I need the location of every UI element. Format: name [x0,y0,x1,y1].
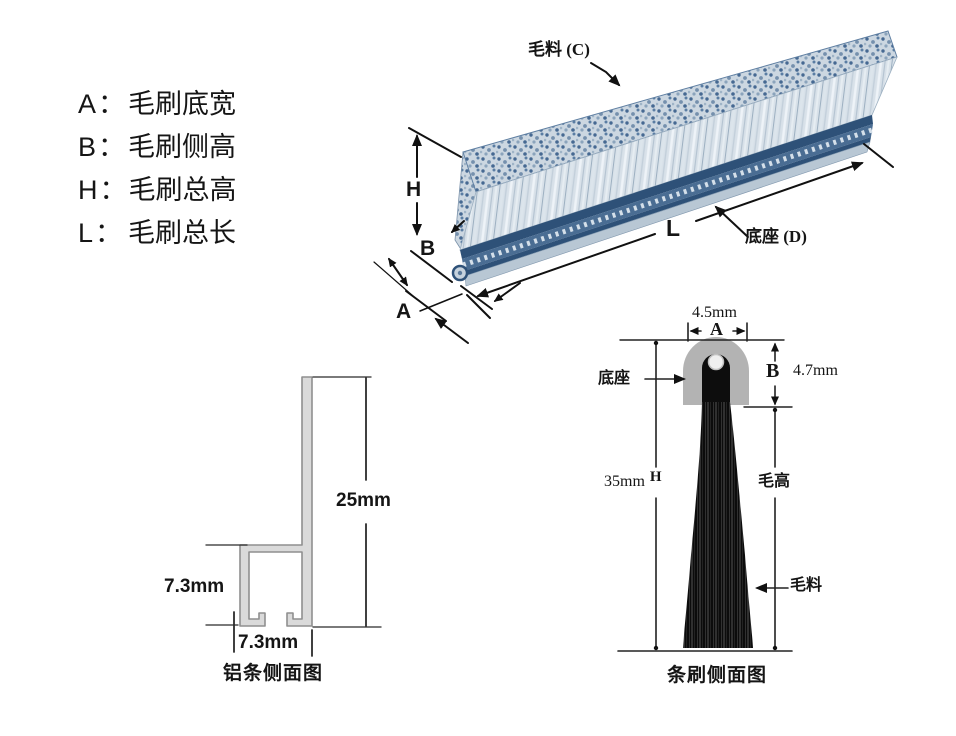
section-top-width-dim: 4.5mm [692,304,737,321]
legend-key: B： [78,132,128,162]
iso-dim-b: B [420,237,436,260]
section-dim-b: B [766,360,780,382]
aluminum-side-dim: 7.3mm [164,576,225,597]
legend-key: A： [78,89,128,119]
iso-brush-drawing [373,30,898,344]
legend-label: 毛刷总长 [128,218,236,248]
section-total-height-dim: 35mm [604,473,645,490]
aluminum-caption: 铝条侧面图 [223,663,324,684]
bristle-leader-line [590,62,621,87]
section-side-height-dim: 4.7mm [793,362,838,379]
legend: A： 毛刷底宽 B： 毛刷侧高 H： 毛刷总高 L： 毛刷总长 [78,82,237,254]
iso-base-label: 底座 (D) [745,227,807,246]
brush-section-drawing [617,322,793,652]
iso-dim-a: A [396,300,412,323]
section-dimension-lines [617,322,793,652]
legend-label: 毛刷底宽 [128,89,236,119]
section-caption: 条刷侧面图 [667,665,768,686]
section-dim-a: A [710,319,723,339]
brush-column [683,402,753,648]
aluminum-dimension-lines [205,376,382,657]
legend-row: H： 毛刷总高 [78,168,237,211]
legend-row: B： 毛刷侧高 [78,125,237,168]
aluminum-profile-shape [239,376,313,627]
core-wire [707,353,725,371]
section-holder-label: 底座 [598,370,631,387]
iso-dimension-lines [373,62,894,344]
section-bristle-height-label: 毛高 [758,473,791,490]
legend-key: L： [78,218,125,248]
section-dim-h: H [649,469,662,485]
legend-label: 毛刷总高 [128,175,237,205]
section-total-height: 35mm H [604,470,662,490]
section-bristle-label: 毛料 [790,577,823,594]
aluminum-height-dim: 25mm [336,490,391,511]
legend-key: H： [78,175,129,205]
legend-row: A： 毛刷底宽 [78,82,237,125]
legend-row: L： 毛刷总长 [78,211,237,254]
iso-bristle-label: 毛料 (C) [528,40,590,59]
iso-dim-l: L [666,215,681,241]
aluminum-profile-drawing [205,376,382,657]
iso-dim-h: H [406,178,422,201]
legend-label: 毛刷侧高 [128,132,236,162]
aluminum-bottom-dim: 7.3mm [238,632,299,653]
base-leader-line [714,205,749,238]
brush-keyhole [702,354,730,405]
